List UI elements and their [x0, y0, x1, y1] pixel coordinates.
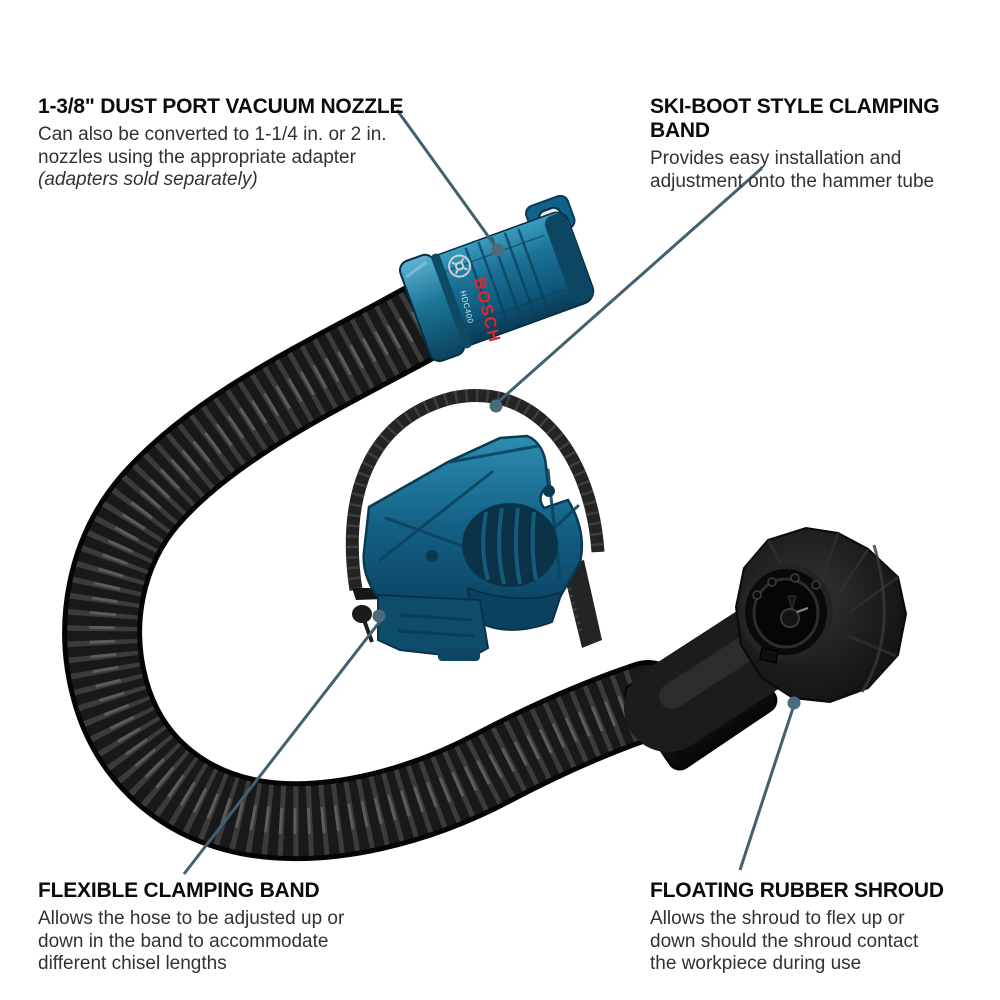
callout-text-line: the workpiece during use [650, 953, 862, 974]
floating-rubber-shroud [624, 526, 908, 771]
clamp-saddle [462, 503, 558, 587]
callout-floating-rubber-shroud: FLOATING RUBBER SHROUD Allows the shroud… [650, 879, 944, 976]
callout-text-line: Provides easy installation and [650, 148, 902, 169]
callout-text-line: nozzles using the appropriate adapter [38, 146, 356, 168]
leader-dots [372, 243, 801, 710]
callout-text-line: down in the band to accommodate [38, 930, 329, 952]
vacuum-nozzle: BOSCH HDC400 [398, 194, 595, 363]
band-tail [562, 560, 602, 648]
callout-text-line: Allows the shroud to flex up or [650, 908, 905, 929]
leader-dot-shroud [787, 696, 801, 710]
leader-line-shroud [738, 707, 795, 871]
callout-text-line: different chisel lengths [38, 953, 227, 974]
ski-boot-clamp [345, 389, 605, 661]
leader-dot-nozzle [491, 243, 505, 257]
callout-dust-port-vacuum-nozzle: 1-3/8" DUST PORT VACUUM NOZZLE Can also … [38, 95, 403, 192]
callout-title: FLOATING RUBBER SHROUD [650, 879, 944, 902]
callout-text-line: Can also be converted to 1-1/4 in. or 2 … [38, 124, 387, 145]
callout-title: SKI-BOOT STYLE CLAMPING BAND [650, 95, 940, 142]
callout-title: 1-3/8" DUST PORT VACUUM NOZZLE [38, 95, 404, 118]
callout-note: (adapters sold separately) [38, 169, 258, 190]
leader-line-ski-boot-band [497, 166, 763, 404]
bosch-armature-emblem-icon [448, 254, 472, 278]
callout-flexible-clamping-band: FLEXIBLE CLAMPING BAND Allows the hose t… [38, 879, 344, 976]
callout-text-line: Allows the hose to be adjusted up or [38, 908, 345, 929]
clamp-notch [426, 550, 438, 562]
leader-dot-ski-boot-band [489, 399, 503, 413]
leader-dot-flexible-band [372, 609, 386, 623]
shroud-opening-notch [759, 647, 779, 664]
leader-lines [182, 109, 795, 875]
leader-line-flexible-band [182, 619, 383, 875]
clamp-notch [543, 485, 555, 497]
leader-line-nozzle [395, 109, 498, 248]
shroud-inner-prongs [752, 573, 821, 628]
callout-ski-boot-clamping-band: SKI-BOOT STYLE CLAMPING BAND Provides ea… [650, 95, 1000, 193]
callout-text-line: adjustment onto the hammer tube [650, 170, 935, 192]
corrugated-hose [62, 276, 688, 862]
clamp-foot [377, 593, 490, 661]
callout-text-line: down should the shroud contact [650, 930, 919, 952]
callout-title: FLEXIBLE CLAMPING BAND [38, 879, 320, 902]
